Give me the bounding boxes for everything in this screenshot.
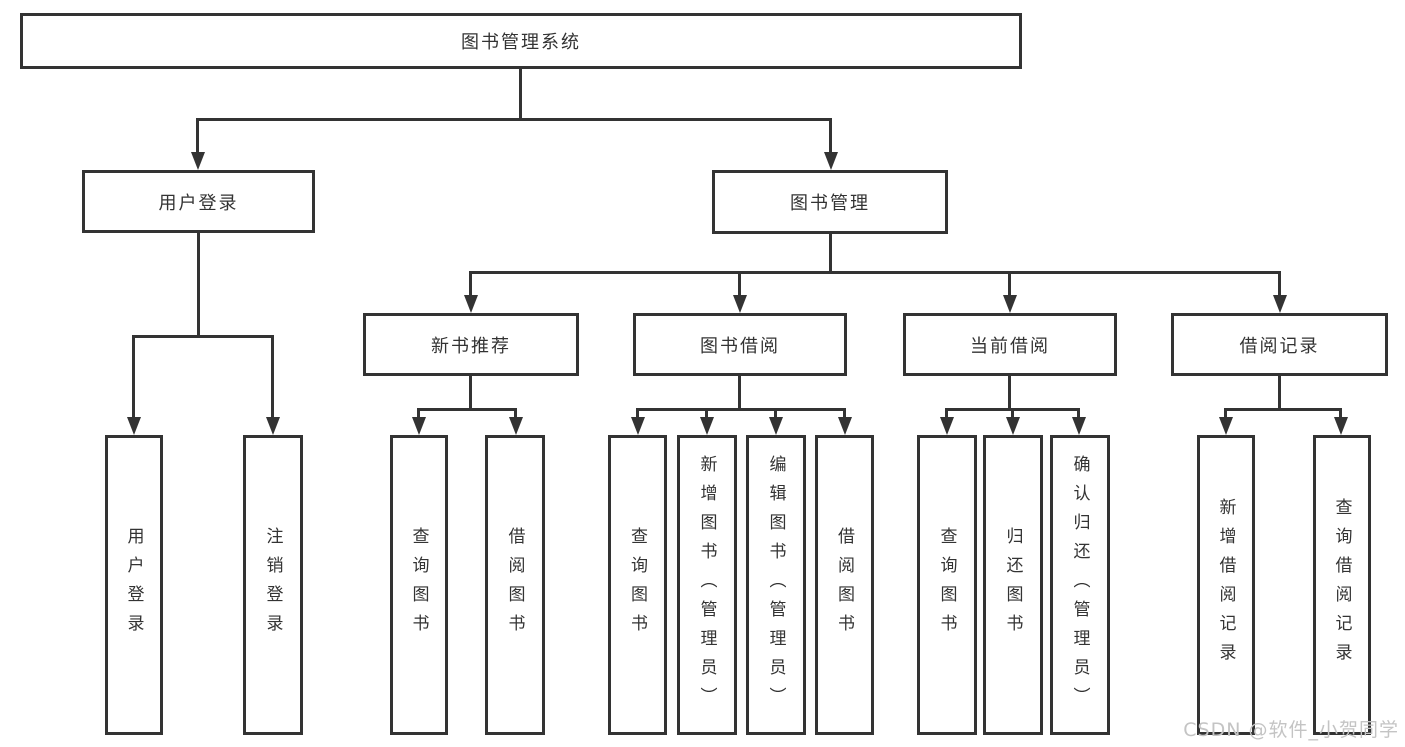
- connector-drop-book-borrow: [738, 271, 741, 299]
- node-leaf-edit-book-admin: 编辑图书（管理员）: [746, 435, 806, 735]
- connector-user-login-stem: [197, 233, 200, 338]
- arrowhead: [1219, 417, 1233, 435]
- node-leaf-confirm-return-admin: 确认归还（管理员）: [1050, 435, 1110, 735]
- node-leaf-logout: 注销登录: [243, 435, 303, 735]
- connector-new-book-bar: [417, 408, 517, 411]
- node-label: 注销登录: [262, 527, 283, 643]
- arrowhead: [940, 417, 954, 435]
- connector-drop-user-login: [196, 118, 199, 156]
- connector-drop: [417, 408, 420, 421]
- connector-drop-borrow-record: [1278, 271, 1281, 299]
- node-leaf-add-book-admin: 新增图书（管理员）: [677, 435, 737, 735]
- connector-drop: [774, 408, 777, 421]
- arrowhead: [1006, 417, 1020, 435]
- csdn-watermark: CSDN @软件_小贺同学: [1183, 719, 1399, 741]
- node-label: 当前借阅: [970, 335, 1050, 357]
- arrowhead: [733, 295, 747, 313]
- connector-drop: [705, 408, 708, 421]
- node-label: 新增图书（管理员）: [696, 454, 717, 716]
- arrowhead: [1273, 295, 1287, 313]
- node-label: 确认归还（管理员）: [1069, 454, 1090, 716]
- arrowhead: [838, 417, 852, 435]
- node-leaf-query-books-borrow: 查询图书: [608, 435, 667, 735]
- node-current-borrow: 当前借阅: [903, 313, 1117, 376]
- node-new-book-recommend: 新书推荐: [363, 313, 579, 376]
- node-label: 借阅记录: [1239, 335, 1320, 357]
- node-label: 图书管理: [790, 193, 870, 214]
- arrowhead: [1072, 417, 1086, 435]
- connector-book-borrow-stem: [738, 376, 741, 410]
- connector-current-borrow-stem: [1008, 376, 1011, 410]
- node-label: 查询图书: [936, 527, 957, 643]
- arrowhead: [266, 417, 280, 435]
- node-leaf-query-borrow-record: 查询借阅记录: [1313, 435, 1371, 735]
- node-label: 图书借阅: [700, 335, 780, 357]
- connector-drop-book-management: [829, 118, 832, 156]
- node-label: 归还图书: [1002, 527, 1023, 643]
- node-leaf-add-borrow-record: 新增借阅记录: [1197, 435, 1255, 735]
- node-label: 图书管理系统: [461, 32, 581, 53]
- node-book-borrow: 图书借阅: [633, 313, 847, 376]
- node-label: 编辑图书（管理员）: [765, 454, 786, 716]
- arrowhead: [1334, 417, 1348, 435]
- node-label: 新书推荐: [431, 335, 511, 357]
- node-leaf-user-login: 用户登录: [105, 435, 163, 735]
- connector-drop: [1224, 408, 1227, 421]
- arrowhead: [509, 417, 523, 435]
- connector-drop-logout-leaf: [271, 335, 274, 421]
- arrowhead: [127, 417, 141, 435]
- node-leaf-query-books-recommend: 查询图书: [390, 435, 448, 735]
- connector-drop-new-book: [469, 271, 472, 299]
- arrowhead: [1003, 295, 1017, 313]
- connector-drop: [945, 408, 948, 421]
- node-borrow-record: 借阅记录: [1171, 313, 1388, 376]
- node-label: 查询图书: [408, 527, 429, 643]
- connector-drop-login-leaf: [132, 335, 135, 421]
- node-user-login: 用户登录: [82, 170, 315, 233]
- connector-drop: [1077, 408, 1080, 421]
- node-label: 查询借阅记录: [1331, 498, 1352, 672]
- arrowhead: [631, 417, 645, 435]
- connector-drop-current-borrow: [1008, 271, 1011, 299]
- connector-drop: [1339, 408, 1342, 421]
- connector-borrow-record-bar: [1224, 408, 1342, 411]
- arrowhead: [700, 417, 714, 435]
- connector-new-book-stem: [469, 376, 472, 410]
- node-label: 用户登录: [123, 527, 144, 643]
- node-book-management: 图书管理: [712, 170, 948, 234]
- node-label: 借阅图书: [504, 527, 525, 643]
- arrowhead: [412, 417, 426, 435]
- node-label: 新增借阅记录: [1215, 498, 1236, 672]
- connector-drop: [843, 408, 846, 421]
- connector-borrow-record-stem: [1278, 376, 1281, 410]
- node-leaf-borrow-books-recommend: 借阅图书: [485, 435, 545, 735]
- node-leaf-borrow-books: 借阅图书: [815, 435, 874, 735]
- connector-book-borrow-bar: [636, 408, 846, 411]
- connector-drop: [514, 408, 517, 421]
- node-label: 用户登录: [158, 192, 239, 214]
- arrowhead: [464, 295, 478, 313]
- node-root-library-management-system: 图书管理系统: [20, 13, 1022, 69]
- node-leaf-query-books-current: 查询图书: [917, 435, 977, 735]
- node-label: 借阅图书: [834, 527, 854, 643]
- connector-root-stem: [519, 66, 522, 120]
- arrowhead: [824, 152, 838, 170]
- connector-drop: [636, 408, 639, 421]
- node-leaf-return-book: 归还图书: [983, 435, 1043, 735]
- connector-drop: [1011, 408, 1014, 421]
- arrowhead: [191, 152, 205, 170]
- connector-root-bar: [196, 118, 832, 121]
- node-label: 查询图书: [627, 527, 647, 643]
- arrowhead: [769, 417, 783, 435]
- connector-user-login-bar: [132, 335, 274, 338]
- connector-book-management-stem: [829, 234, 832, 274]
- connector-book-management-bar: [469, 271, 1281, 274]
